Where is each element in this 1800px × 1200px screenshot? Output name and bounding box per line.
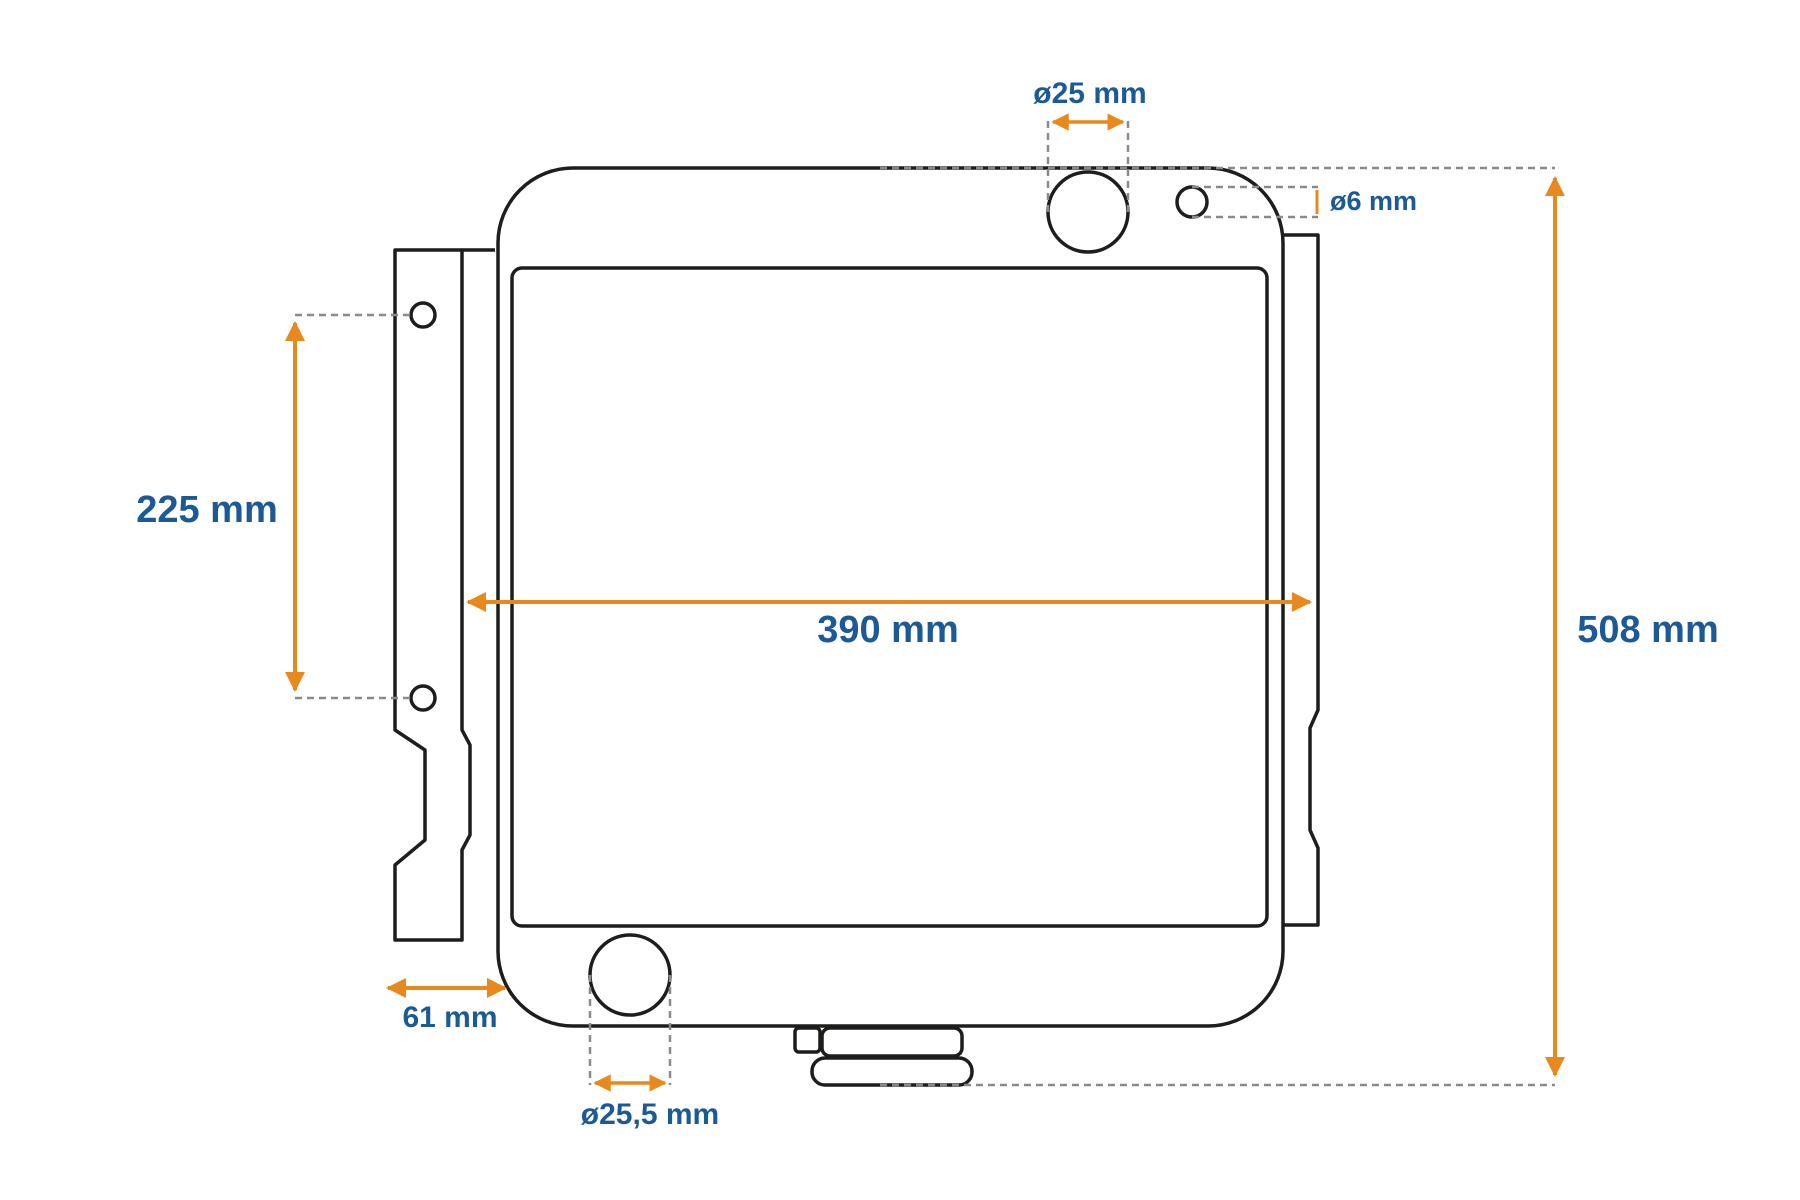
left-mounting-bracket: [393, 248, 472, 942]
extension-line-vent: [1192, 185, 1318, 219]
depth-label: 61 mm: [402, 1001, 497, 1034]
vent-label: ø6 mm: [1330, 186, 1417, 216]
drain-plug-cap: [810, 1056, 974, 1087]
height-label: 508 mm: [1577, 609, 1719, 651]
mount-spacing-label: 225 mm: [136, 489, 278, 531]
bottom-outlet-pipe: [588, 933, 672, 1017]
extension-line-bottom-pipe: [588, 975, 672, 1085]
top-pipe-label: ø25 mm: [1033, 77, 1146, 110]
extension-line-top-pipe: [1046, 118, 1130, 212]
lower-mounting-hole: [409, 684, 437, 712]
radiator-core: [510, 266, 1269, 928]
top-inlet-pipe: [1046, 170, 1130, 254]
upper-mounting-hole: [409, 301, 437, 329]
radiator-tank-outline: [496, 166, 1285, 1028]
drain-plug-stem: [793, 1026, 822, 1054]
width-label: 390 mm: [817, 609, 959, 651]
drain-plug-body: [820, 1026, 964, 1058]
bleed-vent-port: [1175, 185, 1209, 219]
bottom-pipe-label: ø25,5 mm: [581, 1098, 719, 1131]
right-mounting-bracket: [1283, 233, 1320, 927]
